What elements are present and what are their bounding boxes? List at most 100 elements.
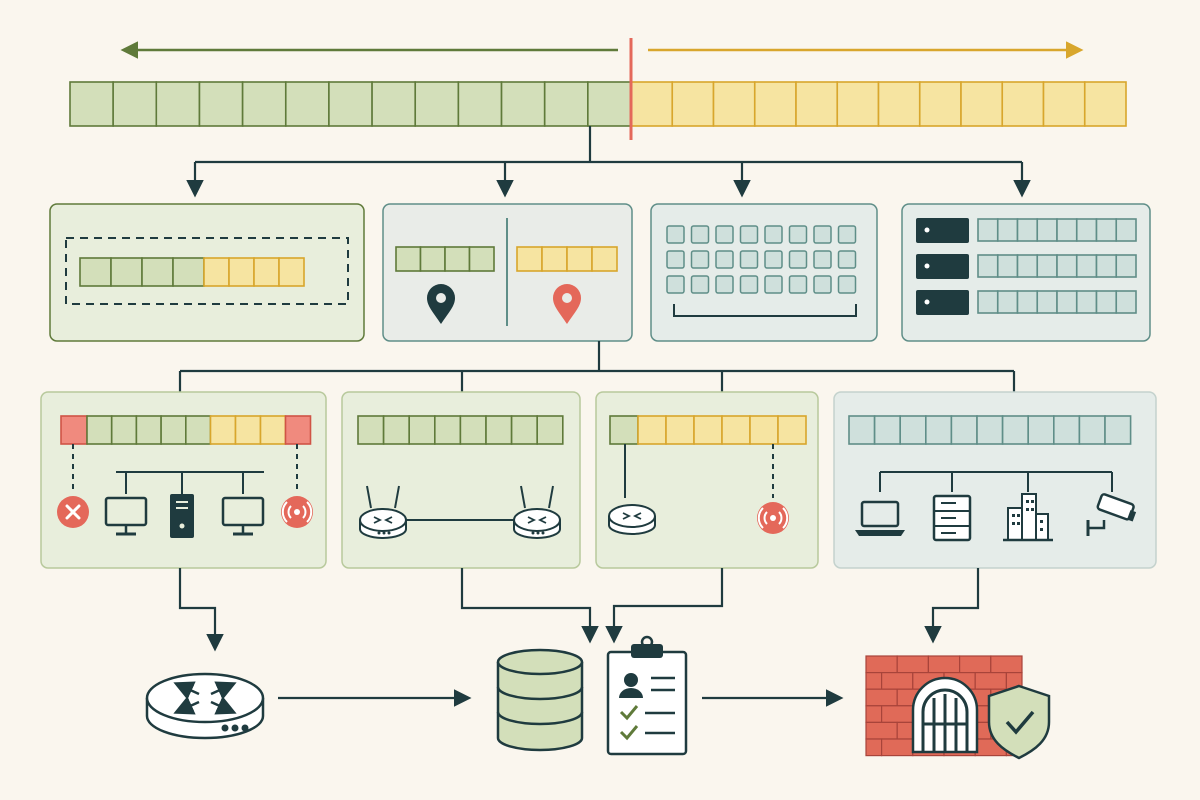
panel-device-hosts [833,391,1157,569]
network-bit-cell [543,81,589,127]
brick [865,671,883,690]
link-network-cell [510,415,539,445]
link-network-cell [408,415,436,445]
address-block-cell [764,250,783,269]
host-cell [693,415,723,445]
clipboard-checklist-icon [606,635,688,756]
address-block-cell [813,275,832,294]
allocation-cell [1115,254,1137,278]
allocation-cell [996,254,1019,278]
host-cell [665,415,695,445]
address-block-cell [739,250,759,269]
address-block-cell [715,275,734,294]
link-network-cell [485,415,513,445]
address-block-cell [837,225,857,244]
router-icon [608,504,656,535]
brick [896,655,930,674]
brick [880,671,914,690]
panel-subnet-mask [49,203,365,342]
mask-dashed-box [65,237,349,305]
network-part-cell [468,246,495,272]
brick [865,721,898,740]
network-bit-cell [371,81,417,127]
address-block-cell [813,225,832,244]
address-block-cell [739,275,759,294]
link-network-cell [382,415,411,445]
network-part-cell [444,246,471,272]
host-bit-cell [1083,81,1127,127]
mask-network-cell [172,257,205,287]
brick [927,655,961,674]
allocation-cell [1075,218,1098,242]
panel-network-vs-host [382,203,633,342]
allocation-cell [1095,218,1118,242]
laptop-icon [855,500,905,536]
device-cell [899,415,927,445]
address-block-cell [666,275,685,294]
host-cell [209,415,237,445]
host-bit-cell [712,81,756,127]
allocation-cell [1115,290,1137,314]
network-cell [86,415,113,445]
broadcast-icon [757,502,789,534]
allocation-cell [1036,254,1058,278]
network-bit-cell [69,81,114,127]
network-bit-cell [241,81,287,127]
address-block-cell [666,250,685,269]
host-bit-cell [918,81,962,127]
network-cell [160,415,187,445]
address-block-cell [764,275,783,294]
host-part-cell [566,246,593,272]
host-bit-cell [753,81,797,127]
device-cell [848,415,876,445]
server-icon [916,290,969,315]
mask-host-cell [203,257,230,287]
database-icon [496,648,584,752]
host-bit-cell [960,81,1004,127]
host-part-cell [541,246,568,272]
x-circle-icon [57,496,89,528]
host-bit-cell [877,81,921,127]
connectors-level1 [186,126,1031,198]
allocation-cell [996,218,1019,242]
address-block-cell [690,250,710,269]
gateway-cell [609,415,639,445]
address-block-cell [715,250,734,269]
allocation-cell [1095,254,1118,278]
network-part-cell [395,246,422,272]
brick [958,655,992,674]
allocation-cell [977,290,999,314]
network-bit-cell [328,81,373,127]
allocation-cell [1056,290,1078,314]
host-part-cell [591,246,618,272]
host-bit-cell [795,81,839,127]
host-cell [721,415,751,445]
mask-network-cell [110,257,143,287]
host-cell [637,415,667,445]
allocation-cell [1095,290,1118,314]
host-part-cell [516,246,543,272]
link-network-cell [459,415,487,445]
allocation-cell [1016,254,1039,278]
broadcast-icon [281,496,313,528]
device-cell [976,415,1004,445]
host-cell [777,415,807,445]
network-cell [110,415,138,445]
allocation-cell [1056,254,1078,278]
address-block-cell [837,250,857,269]
network-bit-cell [198,81,244,127]
link-network-cell [357,415,385,445]
brick [865,655,898,674]
network-bit-cell [155,81,201,127]
allocation-cell [1036,290,1058,314]
network-cell [135,415,162,445]
link-network-cell [536,415,564,445]
network-cell [185,415,212,445]
device-cell [1104,415,1132,445]
device-cell [950,415,978,445]
address-block-cell [813,250,832,269]
tower-pc-icon [170,494,194,538]
panel-gateway-broadcast [595,391,819,569]
brick [880,705,914,723]
